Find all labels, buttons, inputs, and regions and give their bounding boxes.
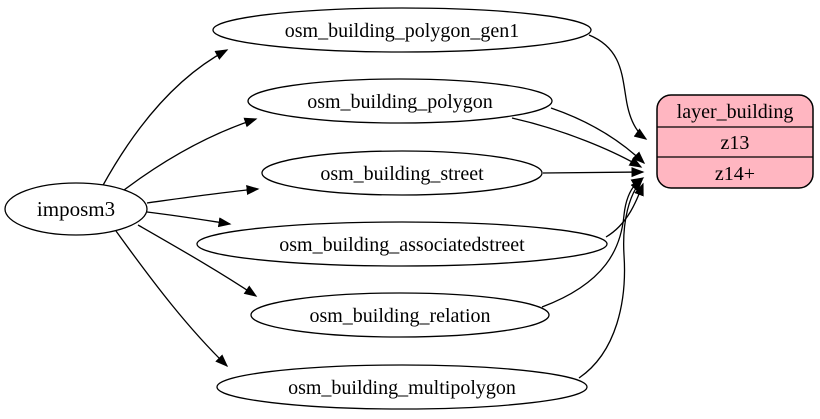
edge-osm-building-street-to-z14 <box>542 167 645 178</box>
osm-building-polygon-gen1-ellipse <box>212 7 592 53</box>
imposm3-node: imposm3 <box>4 182 148 236</box>
edge-imposm3-to-osm-building-street <box>146 185 260 204</box>
edge-imposm3-to-osm-building-relation <box>137 224 258 297</box>
layer-building-node: layer_building z13 z14+ <box>656 94 814 189</box>
osm-building-relation-label: osm_building_relation <box>309 305 490 327</box>
edge-osm-building-polygon-to-z14-a <box>550 107 646 165</box>
osm-building-relation-ellipse <box>250 292 550 338</box>
osm-building-polygon-label: osm_building_polygon <box>307 91 493 113</box>
osm-building-polygon-ellipse <box>247 78 553 124</box>
table-node-osm-building-polygon-gen1: osm_building_polygon_gen1 <box>212 7 592 53</box>
edge-osm-building-multipolygon-to-z14 <box>578 178 644 379</box>
table-node-osm-building-relation: osm_building_relation <box>250 292 550 338</box>
edge-osm-building-polygon-gen1-to-z13 <box>588 34 648 140</box>
edge-osm-building-polygon-to-z14-b <box>511 117 643 168</box>
osm-building-street-ellipse <box>261 150 543 196</box>
edge-imposm3-to-osm-building-polygon-gen1 <box>101 49 229 188</box>
osm-building-associatedstreet-label: osm_building_associatedstreet <box>279 234 525 256</box>
table-node-osm-building-polygon: osm_building_polygon <box>247 78 553 124</box>
table-node-osm-building-associatedstreet: osm_building_associatedstreet <box>196 221 608 267</box>
osm-building-street-label: osm_building_street <box>320 163 484 185</box>
osm-building-multipolygon-ellipse <box>216 364 588 410</box>
osm-building-polygon-gen1-label: osm_building_polygon_gen1 <box>285 20 519 42</box>
edge-imposm3-to-osm-building-polygon <box>123 117 258 191</box>
edge-imposm3-to-osm-building-associatedstreet <box>146 211 232 228</box>
osm-building-multipolygon-label: osm_building_multipolygon <box>288 377 516 399</box>
imposm3-label: imposm3 <box>37 197 115 221</box>
table-node-osm-building-multipolygon: osm_building_multipolygon <box>216 364 588 410</box>
layer-building-title: layer_building <box>677 101 794 123</box>
edges-from-source <box>101 49 260 368</box>
edge-imposm3-to-osm-building-multipolygon <box>115 230 229 368</box>
table-node-osm-building-street: osm_building_street <box>261 150 543 196</box>
layer-building-box <box>656 94 814 189</box>
imposm3-ellipse <box>4 182 148 236</box>
osm-building-associatedstreet-ellipse <box>196 221 608 267</box>
layer-building-row-z14: z14+ <box>715 163 755 185</box>
edges-to-layer <box>511 34 648 379</box>
layer-building-row-z13: z13 <box>721 132 750 154</box>
